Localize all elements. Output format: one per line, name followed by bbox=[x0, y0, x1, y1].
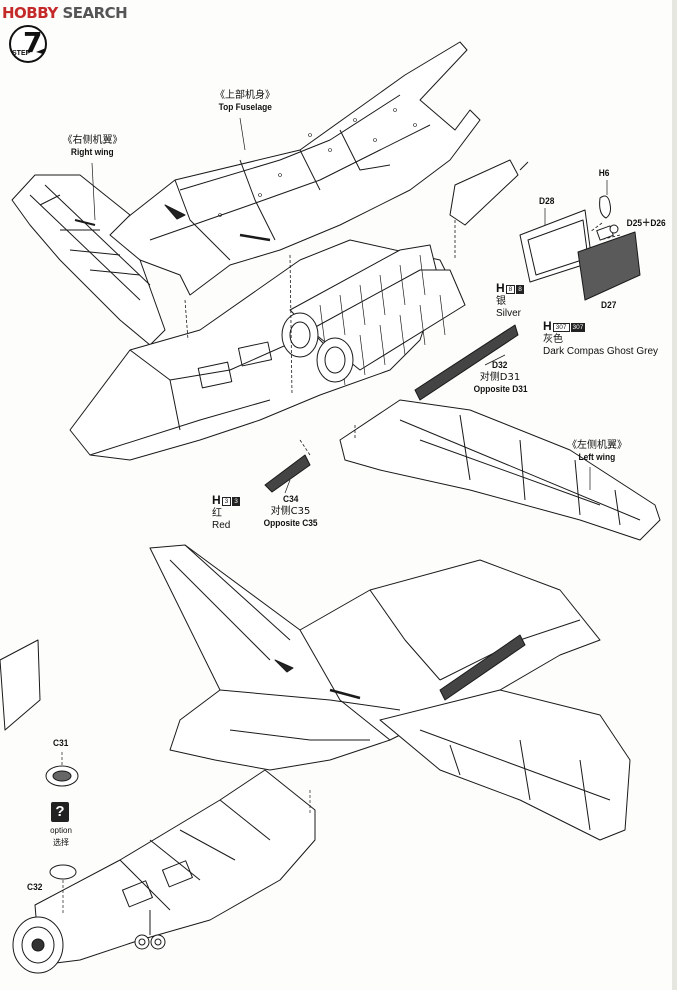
assembled-aircraft bbox=[0, 544, 631, 974]
optional-question-icon: ? bbox=[51, 802, 69, 822]
h6-label: H6 bbox=[598, 168, 610, 179]
c31-label: C31 bbox=[53, 738, 69, 749]
left-wing-part bbox=[339, 399, 661, 541]
c34-label: C34 对侧C35 Opposite C35 bbox=[263, 494, 318, 529]
c34-part bbox=[264, 454, 311, 493]
right-wing-part bbox=[11, 174, 166, 346]
step-badge-icon bbox=[9, 25, 47, 63]
d32-part bbox=[414, 324, 519, 401]
page-edge bbox=[672, 0, 677, 990]
top-fuselage-label: 《上部机身》 Top Fuselage bbox=[215, 90, 275, 113]
c32-part bbox=[49, 864, 77, 880]
step-number: 7 bbox=[23, 26, 43, 59]
d25-d26-part bbox=[596, 224, 619, 241]
left-wing-label: 《左侧机翼》 Left wing bbox=[567, 440, 627, 463]
h6-part bbox=[599, 195, 611, 219]
option-label: option 选择 bbox=[50, 826, 72, 847]
c31-part bbox=[45, 765, 79, 787]
step-badge: 7 STEP bbox=[6, 24, 50, 64]
engine-nozzles bbox=[281, 244, 466, 386]
right-wing-label: 《右侧机翼》 Right wing bbox=[62, 135, 123, 158]
d28-label: D28 bbox=[539, 196, 555, 207]
step-label: STEP bbox=[12, 50, 31, 57]
d27-part bbox=[577, 231, 641, 301]
c32-label: C32 bbox=[27, 882, 43, 893]
d32-label: D32 对侧D31 Opposite D31 bbox=[473, 360, 528, 395]
hobby-search-logo: HOBBY SEARCH bbox=[2, 4, 128, 22]
intake-part bbox=[449, 159, 529, 226]
d25-d26-label: D25＋D26 bbox=[626, 218, 666, 229]
top-fuselage-part bbox=[104, 41, 481, 296]
d27-label: D27 bbox=[601, 300, 617, 311]
